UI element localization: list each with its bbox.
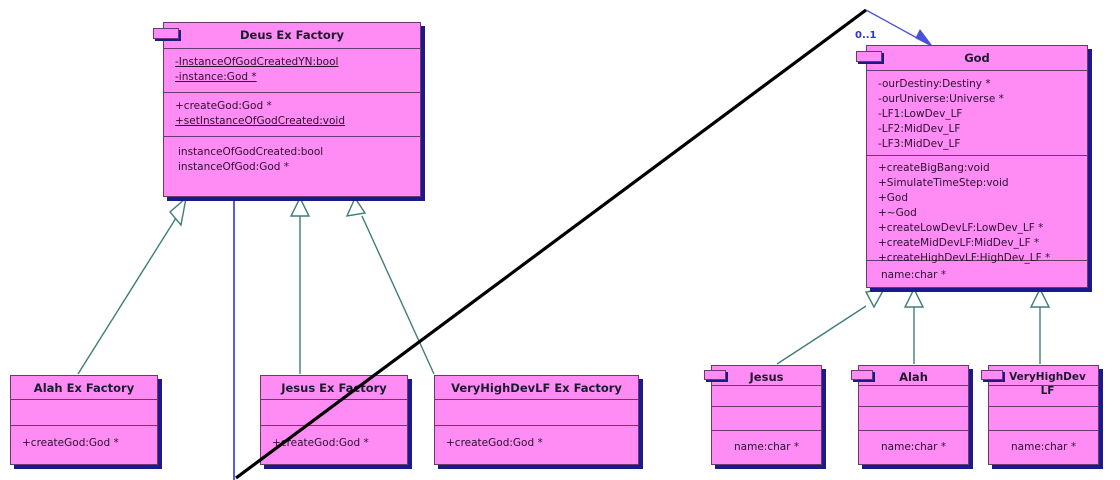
- attribute-item: -ourDestiny:Destiny *: [878, 78, 991, 90]
- class-name-compartment: Alah Ex Factory: [11, 376, 157, 400]
- attributes-compartment: [435, 400, 638, 426]
- attributes-compartment: -InstanceOfGodCreatedYN:bool -instance:G…: [164, 49, 420, 93]
- operation-item: +~God: [878, 207, 917, 219]
- class-name-compartment: VeryHighDevLF Ex Factory: [435, 376, 638, 400]
- empty-attributes: [712, 388, 821, 404]
- extras-compartment: name:char *: [859, 431, 968, 465]
- extras-compartment: name:char *: [867, 261, 1087, 289]
- empty-attributes: [435, 402, 638, 423]
- extra-item: name:char *: [734, 441, 800, 453]
- generalization-veryhighdevlfexfactory-to-deusexfactory: [345, 196, 435, 375]
- attributes-compartment: [712, 386, 821, 407]
- extra-item: name:char *: [881, 269, 947, 281]
- class-name-compartment: Alah: [859, 366, 968, 386]
- empty-attributes: [11, 402, 157, 423]
- class-jesus[interactable]: Jesus name:char *: [704, 365, 822, 465]
- class-title: VeryHighDevLF Ex Factory: [451, 381, 622, 395]
- operations-compartment: +createGod:God *: [435, 426, 638, 464]
- class-title: Jesus: [749, 370, 784, 384]
- operation-item: +createLowDevLF:LowDev_LF *: [878, 222, 1044, 234]
- multiplicity-label: 0..1: [855, 30, 877, 41]
- class-veryhighdev-lf[interactable]: VeryHighDev LF name:char *: [981, 365, 1099, 465]
- generalization-veryhighdevlf-to-god: [1029, 287, 1051, 364]
- class-jesus-ex-factory[interactable]: Jesus Ex Factory +createGod:God *: [260, 375, 408, 465]
- operation-item: +setInstanceOfGodCreated:void: [175, 115, 346, 127]
- class-title: Jesus Ex Factory: [281, 381, 387, 395]
- operation-item: +createBigBang:void: [878, 162, 990, 174]
- operations-compartment: +createGod:God *: [11, 426, 157, 464]
- class-alah[interactable]: Alah name:char *: [851, 365, 969, 465]
- class-name-compartment: VeryHighDev LF: [989, 366, 1098, 397]
- extra-item: name:char *: [1011, 441, 1077, 453]
- operations-compartment: +createGod:God * +setInstanceOfGodCreate…: [164, 93, 420, 137]
- attribute-item: -LF3:MidDev_LF: [878, 138, 961, 150]
- operation-item: +createGod:God *: [175, 100, 272, 112]
- empty-attributes: [261, 402, 407, 423]
- generalization-alah-to-god: [903, 287, 925, 364]
- class-veryhighdevlf-ex-factory[interactable]: VeryHighDevLF Ex Factory +createGod:God …: [434, 375, 639, 465]
- class-deus-ex-factory[interactable]: Deus Ex Factory -InstanceOfGodCreatedYN:…: [153, 22, 421, 197]
- attributes-compartment: [989, 386, 1098, 407]
- operation-item: +createGod:God *: [446, 437, 543, 449]
- generalization-jesusexfactory-to-deusexfactory: [289, 196, 311, 374]
- generalization-jesus-to-god: [776, 288, 886, 365]
- operations-compartment: [859, 407, 968, 431]
- operations-compartment: [712, 407, 821, 431]
- association-deusexfactory-to-god: 0..1: [855, 9, 933, 47]
- class-title: VeryHighDev LF: [1009, 371, 1086, 397]
- attributes-compartment: -ourDestiny:Destiny * -ourUniverse:Unive…: [867, 71, 1087, 156]
- class-name-compartment: God: [867, 46, 1087, 71]
- operations-compartment: [989, 407, 1098, 431]
- attribute-item: -instance:God *: [175, 71, 257, 83]
- extra-item: instanceOfGod:God *: [178, 161, 290, 173]
- attribute-item: -LF2:MidDev_LF: [878, 123, 961, 135]
- class-name-compartment: Jesus: [712, 366, 821, 386]
- attributes-compartment: [261, 400, 407, 426]
- extras-compartment: name:char *: [712, 431, 821, 465]
- attribute-item: -LF1:LowDev_LF: [878, 108, 963, 120]
- class-god[interactable]: God -ourDestiny:Destiny * -ourUniverse:U…: [856, 45, 1088, 289]
- class-alah-ex-factory[interactable]: Alah Ex Factory +createGod:God *: [10, 375, 158, 465]
- operation-item: +SimulateTimeStep:void: [878, 177, 1009, 189]
- operations-compartment: +createGod:God *: [261, 426, 407, 464]
- empty-operations: [989, 409, 1098, 428]
- class-tab-icon: [856, 51, 882, 62]
- class-name-compartment: Deus Ex Factory: [164, 23, 420, 49]
- extras-compartment: instanceOfGodCreated:bool instanceOfGod:…: [164, 137, 420, 196]
- class-title: Alah: [899, 370, 928, 384]
- class-tab-icon: [851, 370, 873, 380]
- class-name-compartment: Jesus Ex Factory: [261, 376, 407, 400]
- attributes-compartment: [859, 386, 968, 407]
- extra-item: name:char *: [881, 441, 947, 453]
- empty-operations: [859, 409, 968, 428]
- attribute-item: -InstanceOfGodCreatedYN:bool: [175, 56, 339, 68]
- operation-item: +createGod:God *: [272, 437, 369, 449]
- class-tab-icon: [981, 370, 1003, 380]
- class-tab-icon: [153, 28, 179, 39]
- attributes-compartment: [11, 400, 157, 426]
- attribute-item: -ourUniverse:Universe *: [878, 93, 1004, 105]
- class-title: Alah Ex Factory: [33, 381, 135, 395]
- operation-item: +createHighDevLF:HighDev_LF *: [878, 252, 1051, 264]
- empty-attributes: [859, 388, 968, 404]
- class-tab-icon: [704, 370, 726, 380]
- class-title: Deus Ex Factory: [240, 28, 344, 42]
- extra-item: instanceOfGodCreated:bool: [178, 146, 324, 158]
- operation-item: +createMidDevLF:MidDev_LF *: [878, 237, 1040, 249]
- extras-compartment: name:char *: [989, 431, 1098, 465]
- operation-item: +createGod:God *: [22, 437, 119, 449]
- operations-compartment: +createBigBang:void +SimulateTimeStep:vo…: [867, 156, 1087, 264]
- operation-item: +God: [878, 192, 909, 204]
- class-title: God: [964, 51, 990, 65]
- empty-operations: [712, 409, 821, 428]
- generalization-alahexfactory-to-deusexfactory: [77, 196, 188, 375]
